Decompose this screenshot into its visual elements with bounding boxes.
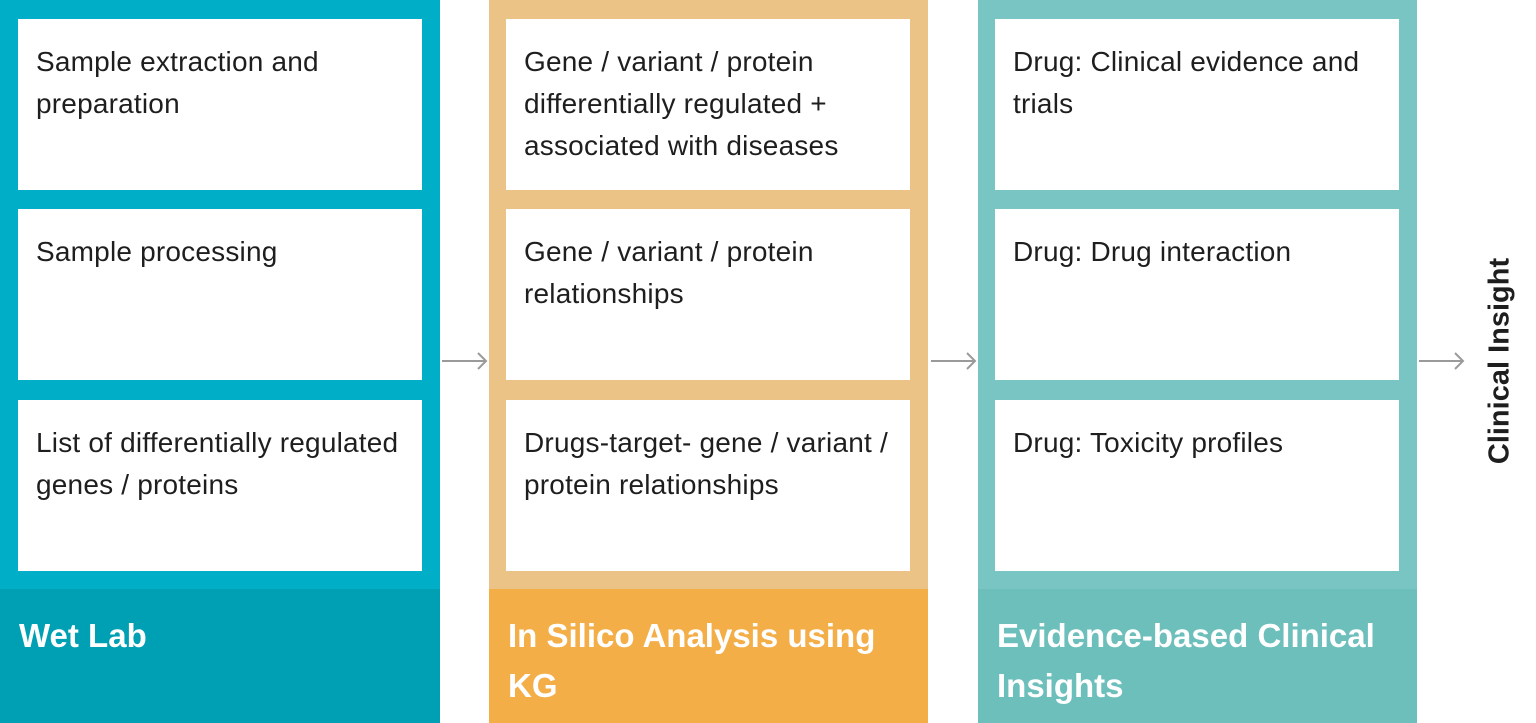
card-gene-variant-protein-diseases: Gene / variant / protein differentially … (506, 19, 910, 190)
column-body: Sample extraction and preparation Sample… (0, 0, 440, 589)
column-evidence-based-insights: Drug: Clinical evidence and trials Drug:… (978, 0, 1417, 723)
column-body: Gene / variant / protein differentially … (489, 0, 928, 589)
arrow-right-icon (442, 352, 488, 370)
column-title: Evidence-based Clinical Insights (997, 617, 1375, 704)
card-drug-interaction: Drug: Drug interaction (995, 209, 1399, 380)
column-wet-lab: Sample extraction and preparation Sample… (0, 0, 440, 723)
column-footer: In Silico Analysis using KG (489, 589, 928, 723)
clinical-insight-label: Clinical Insight (1483, 257, 1516, 465)
column-footer: Evidence-based Clinical Insights (978, 589, 1417, 723)
card-toxicity-profiles: Drug: Toxicity profiles (995, 400, 1399, 571)
column-in-silico-analysis: Gene / variant / protein differentially … (489, 0, 928, 723)
card-sample-extraction: Sample extraction and preparation (18, 19, 422, 190)
card-sample-processing: Sample processing (18, 209, 422, 380)
column-body: Drug: Clinical evidence and trials Drug:… (978, 0, 1417, 589)
column-title: Wet Lab (19, 617, 147, 654)
column-title: In Silico Analysis using KG (508, 617, 876, 704)
arrow-right-icon (931, 352, 977, 370)
card-drugs-target-relationships: Drugs-target- gene / variant / protein r… (506, 400, 910, 571)
column-footer: Wet Lab (0, 589, 440, 723)
card-differentially-regulated-list: List of differentially regulated genes /… (18, 400, 422, 571)
card-clinical-evidence: Drug: Clinical evidence and trials (995, 19, 1399, 190)
arrow-right-icon (1419, 352, 1465, 370)
card-gene-variant-protein-relationships: Gene / variant / protein relationships (506, 209, 910, 380)
